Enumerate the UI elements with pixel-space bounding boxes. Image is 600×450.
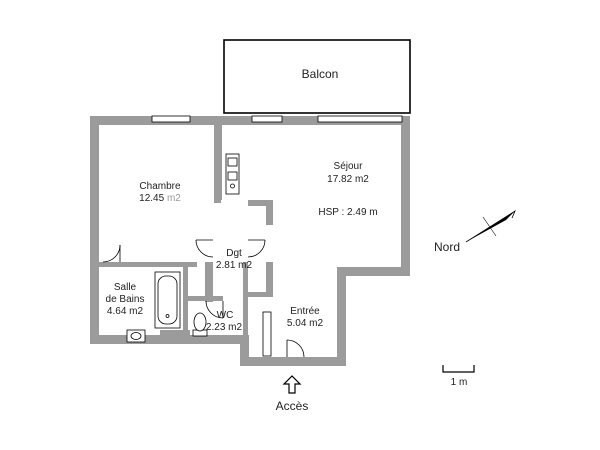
wc-area: 2.23 m2 <box>205 322 243 333</box>
wc-label: WC <box>216 310 234 321</box>
interior-walls <box>99 125 273 344</box>
hallway-area: 2.81 m2 <box>215 260 253 271</box>
ceiling-height: HSP : 2.49 m <box>318 207 378 218</box>
north-compass-icon <box>465 209 516 243</box>
bedroom-area-value: 12.45 <box>139 193 165 204</box>
living-room-label: Séjour <box>333 161 363 172</box>
closet <box>262 311 272 357</box>
north-label: Nord <box>433 240 460 254</box>
scale-bar <box>442 365 475 373</box>
entry-label: Entrée <box>290 306 320 317</box>
access-arrow-icon <box>282 375 302 394</box>
kitchen-unit <box>225 153 240 195</box>
entry-area: 5.04 m2 <box>286 318 324 329</box>
windows <box>151 115 403 123</box>
bathroom-label-line2: de Bains <box>105 294 145 305</box>
bedroom-area: 12.45 m2 <box>130 192 190 205</box>
washbasin <box>126 329 146 343</box>
doors <box>102 239 305 358</box>
bedroom-label: Chambre <box>139 181 181 192</box>
hallway-label: Dgt <box>226 248 242 259</box>
living-room-area: 17.82 m2 <box>327 174 369 185</box>
bedroom-area-unit: m2 <box>166 193 181 204</box>
toilet <box>192 312 208 337</box>
bathroom-area: 4.64 m2 <box>106 306 144 317</box>
balcony-label: Balcon <box>301 67 339 81</box>
bathtub <box>154 271 181 329</box>
access-label: Accès <box>275 399 309 413</box>
bathroom-label-line1: Salle <box>113 282 137 293</box>
scale-label: 1 m <box>450 377 468 388</box>
balcony-outline <box>223 39 411 114</box>
